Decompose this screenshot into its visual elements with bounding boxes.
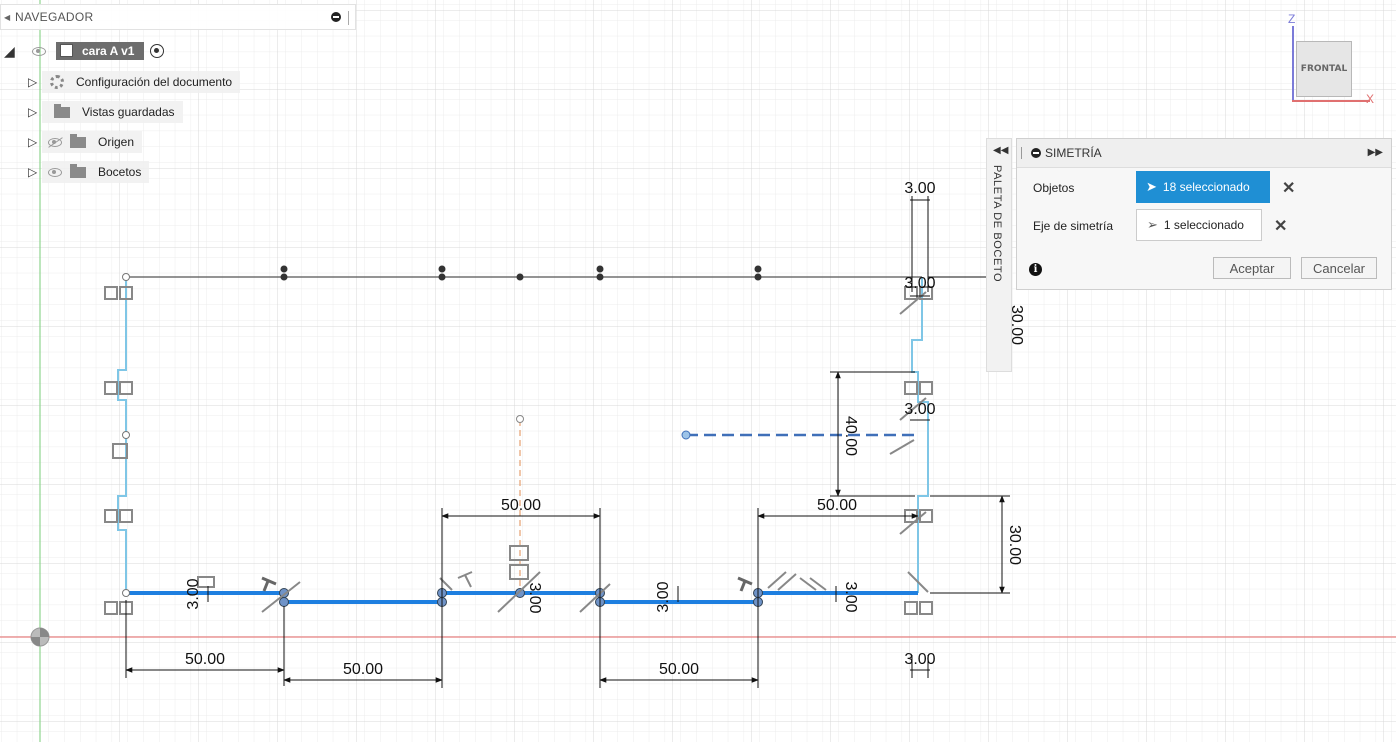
cursor-arrow-icon: ➤ <box>1146 179 1157 194</box>
sketch-palette-tab[interactable]: ◀◀ PALETA DE BOCETO <box>986 138 1012 372</box>
dim-50-bottom-left[interactable]: 50.00 <box>185 651 225 668</box>
dimension-lines[interactable] <box>125 196 1010 688</box>
dim-50-center[interactable]: 50.00 <box>501 497 541 514</box>
info-icon[interactable]: i <box>1029 263 1042 276</box>
viewcube[interactable]: Z FRONTAL X <box>1280 12 1390 112</box>
dim-3-left-4[interactable]: 3.00 <box>842 581 859 612</box>
activate-radio-icon[interactable] <box>150 44 165 58</box>
drag-handle-icon[interactable] <box>1021 147 1024 159</box>
dim-30-right[interactable]: 30.00 <box>1006 525 1023 565</box>
collapsed-triangle-icon[interactable]: ▷ <box>28 105 38 119</box>
dim-3-left-2[interactable]: 3.00 <box>526 582 543 613</box>
clear-objects-icon[interactable]: ✕ <box>1282 180 1296 197</box>
sketch-points[interactable] <box>122 265 763 607</box>
dim-3-bottom[interactable]: 3.00 <box>904 651 935 668</box>
dim-50-bottom-right[interactable]: 50.00 <box>659 661 699 678</box>
tree-item-document-settings[interactable]: ▷ Configuración del documento <box>28 71 241 93</box>
axis-selector[interactable]: ➢ 1 seleccionado <box>1136 209 1262 241</box>
dim-3-right[interactable]: 3.00 <box>904 401 935 418</box>
component-label[interactable]: cara A v1 <box>56 42 145 60</box>
axis-label: Eje de simetría <box>1033 219 1114 233</box>
tree-item-label: Vistas guardadas <box>82 105 175 119</box>
symmetry-dialog: SIMETRÍA ▶▶ Objetos ➤ 18 seleccionado ✕ … <box>1016 138 1392 290</box>
navigator-header[interactable]: ◀ NAVEGADOR <box>0 4 356 30</box>
dim-3-left-1[interactable]: 3.00 <box>185 578 202 609</box>
dim-50-bottom-mid[interactable]: 50.00 <box>343 661 383 678</box>
expanded-triangle-icon[interactable]: ◢ <box>4 42 15 59</box>
minimize-icon[interactable] <box>1031 148 1041 158</box>
tree-root[interactable]: ◢ cara A v1 <box>4 40 165 62</box>
z-axis-line <box>1292 26 1294 102</box>
folder-icon <box>54 103 70 118</box>
tree-item-label: Bocetos <box>98 165 142 179</box>
dimension-labels[interactable]: 50.00 50.00 50.00 50.00 50.00 3.00 3.00 … <box>185 180 1025 678</box>
objects-label: Objetos <box>1033 181 1075 195</box>
dim-3-left-3[interactable]: 3.00 <box>655 581 672 612</box>
cancel-button[interactable]: Cancelar <box>1301 257 1377 279</box>
dim-3-mid[interactable]: 3.00 <box>904 275 935 292</box>
tree-item-sketches[interactable]: ▷ Bocetos <box>28 161 150 183</box>
tree-item-box[interactable]: Bocetos <box>42 161 150 183</box>
ok-button[interactable]: Aceptar <box>1213 257 1291 279</box>
constraint-glyphs <box>104 286 933 615</box>
dim-30-top[interactable]: 30.00 <box>1008 305 1025 345</box>
symmetry-axis-endpoint[interactable] <box>681 430 691 440</box>
z-axis-label: Z <box>1288 12 1296 26</box>
expand-arrow-icon[interactable]: ◀◀ <box>993 145 1009 156</box>
sketch-palette-label: PALETA DE BOCETO <box>991 165 1003 283</box>
expand-icon[interactable]: ▶▶ <box>1367 147 1383 158</box>
collapsed-triangle-icon[interactable]: ▷ <box>28 165 38 179</box>
collapse-arrow-icon[interactable]: ◀ <box>4 13 11 22</box>
x-axis-label: X <box>1366 92 1375 106</box>
eye-hidden-icon[interactable] <box>48 137 62 147</box>
dialog-header[interactable]: SIMETRÍA ▶▶ <box>1017 139 1391 168</box>
axis-selector-value: 1 seleccionado <box>1163 218 1244 232</box>
folder-icon <box>70 163 86 178</box>
origin-marker <box>30 627 50 647</box>
objects-selector[interactable]: ➤ 18 seleccionado <box>1136 171 1270 203</box>
navigator-title: NAVEGADOR <box>15 10 94 24</box>
tree-item-label: Configuración del documento <box>76 75 233 89</box>
eye-icon[interactable] <box>48 167 62 177</box>
collapsed-triangle-icon[interactable]: ▷ <box>28 135 38 149</box>
minimize-icon[interactable] <box>331 12 341 22</box>
component-icon <box>60 44 73 57</box>
eye-icon[interactable] <box>32 46 46 56</box>
dim-3-top[interactable]: 3.00 <box>904 180 935 197</box>
cursor-arrow-icon: ➢ <box>1147 217 1158 232</box>
dialog-title: SIMETRÍA <box>1045 146 1102 160</box>
drag-handle-icon[interactable] <box>348 11 351 25</box>
browser-navigator: ◀ NAVEGADOR ◢ cara A v1 ▷ Configuración … <box>0 0 360 190</box>
dim-40[interactable]: 40.00 <box>842 416 859 456</box>
gear-icon <box>50 75 64 89</box>
folder-icon <box>70 133 86 148</box>
x-axis-line <box>1292 100 1370 102</box>
tree-item-box[interactable]: Configuración del documento <box>42 71 241 93</box>
collapsed-triangle-icon[interactable]: ▷ <box>28 75 38 89</box>
viewcube-front-face[interactable]: FRONTAL <box>1296 41 1352 97</box>
tree-item-label: Origen <box>98 135 135 149</box>
tree-item-saved-views[interactable]: ▷ Vistas guardadas <box>28 101 183 123</box>
tree-item-origin[interactable]: ▷ Origen <box>28 131 143 153</box>
objects-selector-value: 18 seleccionado <box>1162 180 1250 194</box>
clear-axis-icon[interactable]: ✕ <box>1274 218 1288 235</box>
tree-item-box[interactable]: Vistas guardadas <box>42 101 183 123</box>
dim-50-right[interactable]: 50.00 <box>817 497 857 514</box>
tree-item-box[interactable]: Origen <box>42 131 143 153</box>
root-label-text: cara A v1 <box>82 44 135 58</box>
center-line-endpoint[interactable] <box>516 415 524 423</box>
